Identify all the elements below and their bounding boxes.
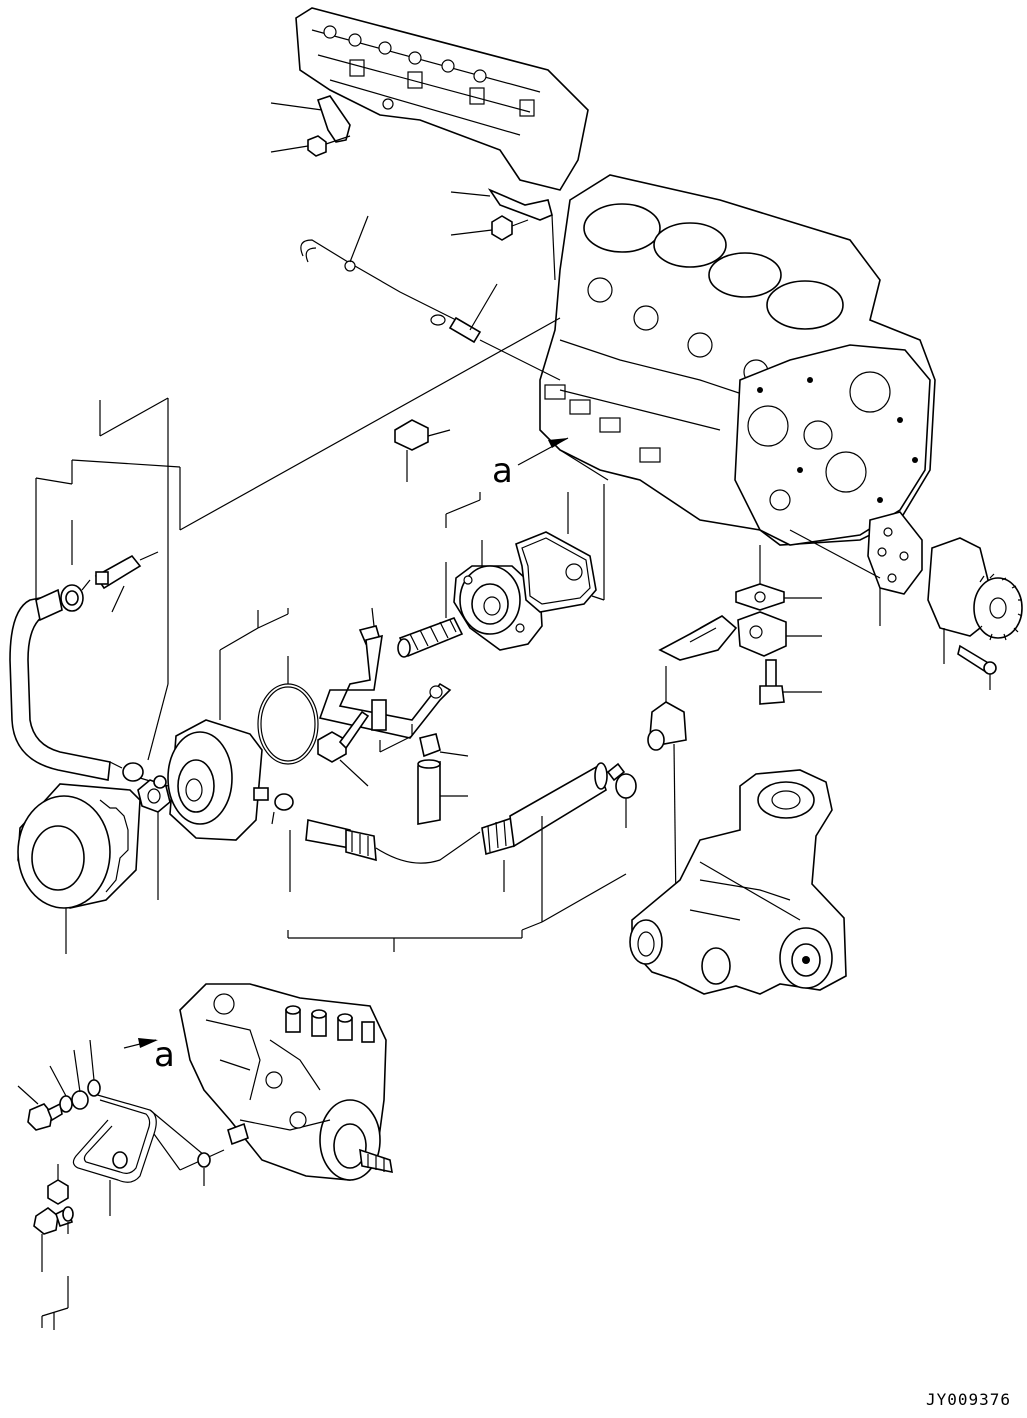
banjo-bolt-upper (17, 1085, 63, 1131)
oil-filter (17, 783, 141, 954)
pump-washer (197, 1152, 211, 1186)
elbow-fitting (419, 733, 469, 758)
cooler-gasket (515, 484, 605, 613)
oil-cooler-cover (445, 492, 543, 651)
view-letter-a: a (492, 451, 513, 491)
elbow-connector (647, 666, 687, 909)
hose-group-brackets (35, 397, 181, 761)
washer-upper-2 (87, 1039, 101, 1097)
gear-pump-bolt (957, 644, 997, 690)
lower-hose-right (481, 762, 608, 856)
thermostat (658, 615, 738, 661)
short-tube (417, 759, 468, 825)
banjo-nut-lower (47, 1164, 69, 1205)
oil-cooler-bracket (318, 607, 452, 753)
cooler-o-ring (257, 656, 319, 765)
thermostat-housing (737, 611, 822, 657)
filter-nut (137, 779, 171, 900)
oil-hose (9, 588, 123, 781)
pump-bracket-lines (41, 1276, 69, 1330)
washer-upper-1 (49, 1065, 73, 1113)
thermostat-gasket (735, 545, 822, 611)
relief-spring (397, 562, 464, 658)
engine-block (539, 174, 936, 546)
gear-pump-gasket (789, 511, 923, 626)
cooler-bolt (317, 710, 370, 787)
hose-clamp-right (606, 762, 637, 828)
exhaust-manifold (295, 7, 589, 191)
hose-connector (94, 551, 159, 613)
manifold-bolt (270, 135, 351, 157)
lower-hose-left (305, 819, 481, 864)
lower-hose-brackets (287, 816, 627, 952)
banjo-fitting (71, 1049, 89, 1110)
oil-pressure-switch (394, 419, 451, 482)
block-bracket (450, 188, 556, 281)
oil-cooler (153, 608, 289, 841)
manifold-bracket (270, 95, 351, 143)
gear-pump (927, 537, 1023, 664)
banjo-bolt-lower (33, 1206, 74, 1272)
fuel-injection-pump (179, 983, 393, 1181)
water-pump (629, 769, 847, 995)
view-a-callout-pump: a (123, 1035, 175, 1075)
hose-clamp-upper (60, 579, 91, 612)
figure-code: JY009376 (926, 1390, 1011, 1409)
cooler-clamp (271, 793, 294, 825)
view-letter-a-pump: a (154, 1035, 175, 1075)
dipstick (300, 215, 561, 381)
view-a-callout-block: a (492, 437, 569, 491)
thermostat-bolt (759, 659, 822, 705)
